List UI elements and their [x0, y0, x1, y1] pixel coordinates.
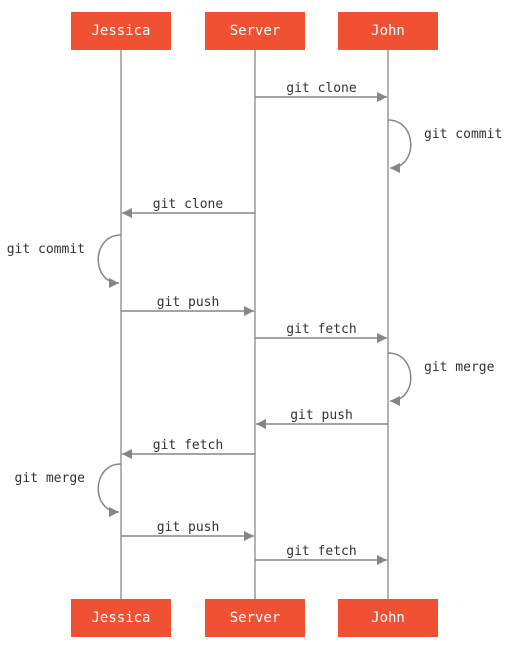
actor-label: John [371, 23, 405, 39]
message-label: git push [157, 520, 220, 535]
actor-label: Jessica [91, 610, 151, 626]
message-label: git push [157, 295, 220, 310]
actor-john-top: John [338, 12, 438, 50]
actor-server-top: Server [205, 12, 305, 50]
self-message-arrow [387, 119, 412, 173]
message-label: git clone [286, 81, 357, 96]
message-label: git push [290, 408, 353, 423]
self-message-arrow [387, 352, 412, 406]
message-label: git merge [424, 360, 495, 375]
message-label: git merge [15, 471, 86, 486]
actor-label: Jessica [91, 23, 151, 39]
actor-label: John [371, 610, 405, 626]
actor-john-bottom: John [338, 599, 438, 637]
message-label: git commit [7, 242, 85, 257]
self-message-arrow [97, 234, 122, 288]
message-label: git fetch [286, 544, 356, 559]
self-message-arrow [97, 463, 122, 517]
message-label: git fetch [286, 322, 356, 337]
actor-label: Server [229, 610, 281, 626]
message-label: git clone [153, 197, 224, 212]
message-label: git fetch [153, 438, 223, 453]
actor-jessica-bottom: Jessica [71, 599, 171, 637]
actor-label: Server [229, 23, 281, 39]
message-label: git commit [424, 127, 502, 142]
actor-jessica-top: Jessica [71, 12, 171, 50]
actor-server-bottom: Server [205, 599, 305, 637]
